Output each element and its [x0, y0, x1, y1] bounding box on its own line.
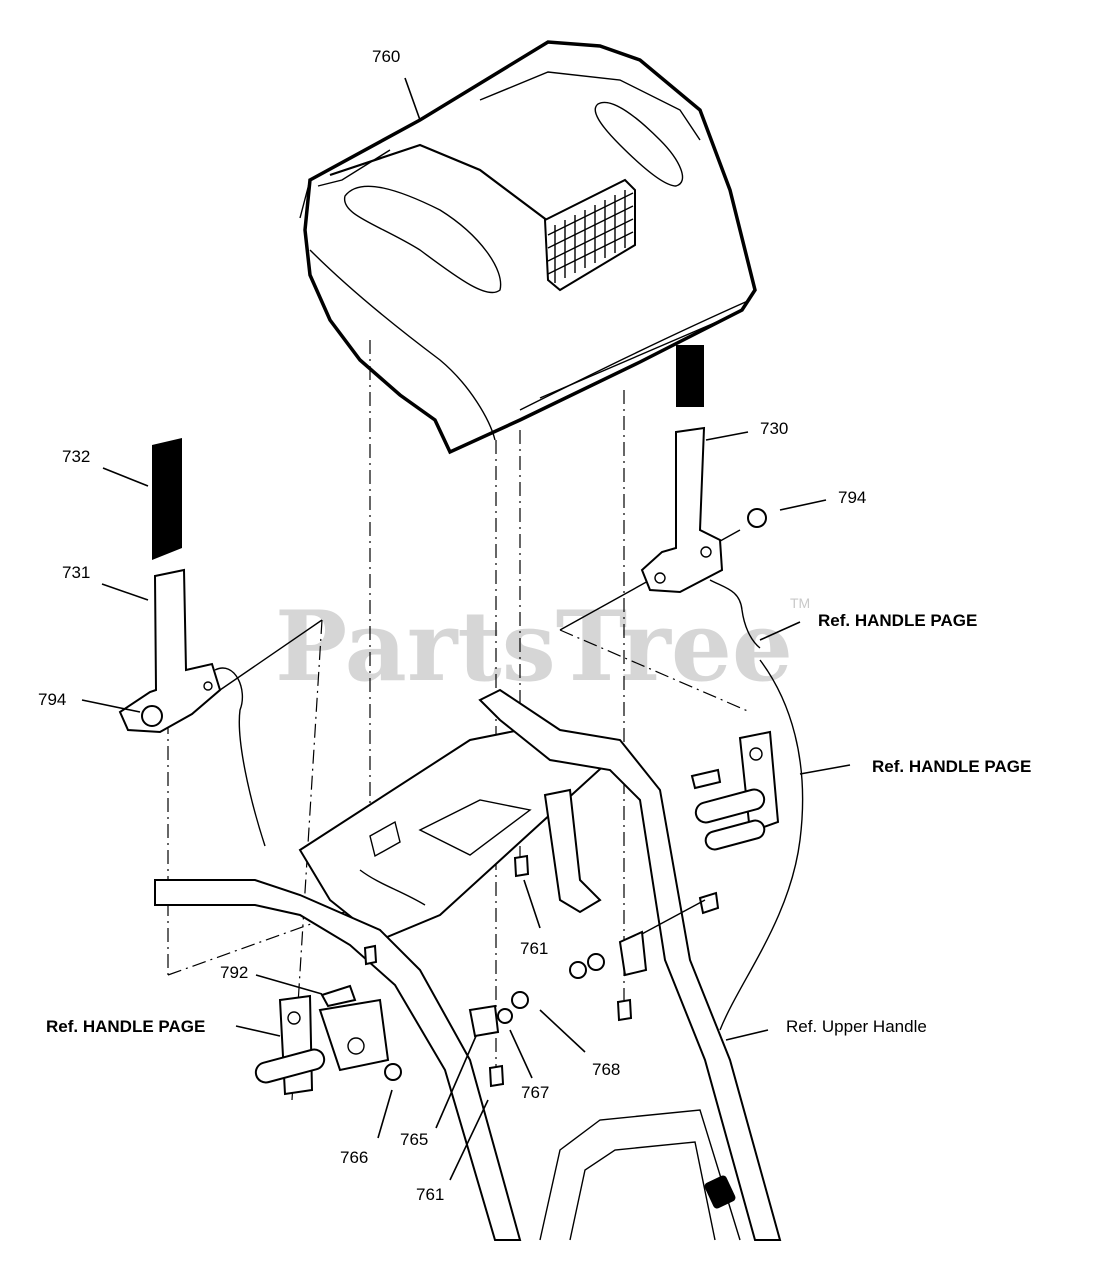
- ref-handle-page-right-lower: Ref. HANDLE PAGE: [872, 757, 1031, 776]
- dash-panel-760: [299, 40, 757, 455]
- label-730: 730: [760, 419, 788, 438]
- hardware-left: [254, 854, 633, 1096]
- hardware-right: [569, 659, 804, 1031]
- leader-lines: [81, 77, 851, 1181]
- decal-strip-left: [152, 438, 182, 560]
- watermark: PartsTree TM: [275, 590, 810, 703]
- label-761-upper: 761: [520, 939, 548, 958]
- ref-handle-page-left: Ref. HANDLE PAGE: [46, 1017, 205, 1036]
- label-731: 731: [62, 563, 90, 582]
- label-792: 792: [220, 963, 248, 982]
- label-766: 766: [340, 1148, 368, 1167]
- handle-bracket-730: [640, 345, 767, 649]
- label-767: 767: [521, 1083, 549, 1102]
- label-760: 760: [372, 47, 400, 66]
- decal-strip-right: [676, 345, 704, 407]
- reference-labels: Ref. HANDLE PAGE Ref. HANDLE PAGE Ref. H…: [46, 611, 1031, 1036]
- assembly-lines: [167, 340, 751, 1101]
- label-761-lower: 761: [416, 1185, 444, 1204]
- handle-bracket-731: [118, 438, 266, 847]
- label-732: 732: [62, 447, 90, 466]
- label-794-right: 794: [838, 488, 866, 507]
- trademark-mark: TM: [790, 595, 810, 611]
- label-768: 768: [592, 1060, 620, 1079]
- label-765: 765: [400, 1130, 428, 1149]
- part-labels: 760 732 730 794 731 794 761 792 767 768 …: [38, 47, 866, 1204]
- ref-handle-page-right-upper: Ref. HANDLE PAGE: [818, 611, 977, 630]
- watermark-text: PartsTree: [275, 590, 793, 703]
- lower-handle: [154, 688, 782, 1241]
- label-794-left: 794: [38, 690, 66, 709]
- ref-upper-handle: Ref. Upper Handle: [786, 1017, 927, 1036]
